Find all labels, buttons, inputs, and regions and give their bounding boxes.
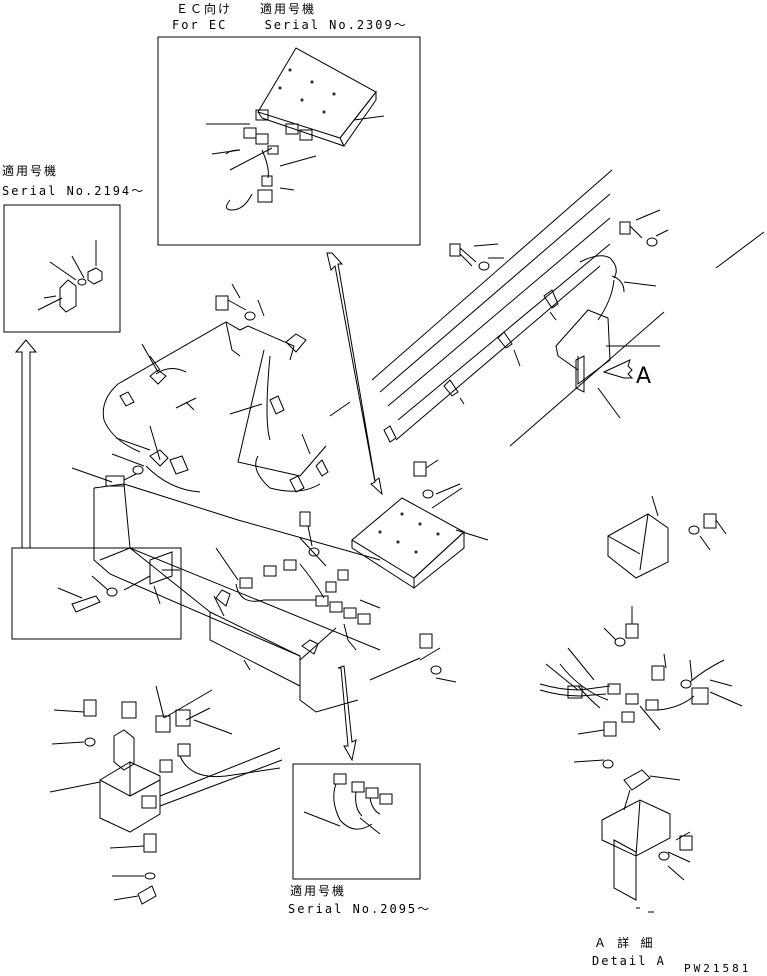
inset-2095-parts — [303, 773, 393, 835]
inset-box-left-bracket — [11, 547, 182, 640]
arrow-2194 — [14, 339, 38, 549]
main-frame — [93, 483, 381, 713]
detail-a-parts — [539, 495, 743, 913]
bottom-left-relay — [49, 685, 283, 905]
inset-box-2095 — [292, 763, 421, 880]
bolts-top — [449, 209, 669, 271]
inset-box-ec — [157, 36, 421, 246]
callout-2194-line1: 適用号機 — [2, 164, 59, 178]
callout-ec-line2: For EC Serial No.2309～ — [172, 18, 408, 32]
drawing-number: PW21581 — [684, 962, 752, 975]
left-mid-parts — [71, 425, 201, 493]
left-harness — [102, 283, 329, 493]
view-arrow-label: A — [636, 364, 652, 389]
connector-cluster — [215, 537, 457, 683]
inset-2194-parts — [37, 240, 103, 313]
callout-ec-line1: ＥＣ向け 適用号機 — [176, 2, 317, 16]
detail-label-en: Detail A — [592, 954, 666, 968]
callout-2095-line1: 適用号機 — [290, 884, 347, 898]
callout-2194-line2: Serial No.2194～ — [2, 184, 146, 198]
inset-box-2194 — [3, 204, 121, 333]
detail-label-jp: Ａ 詳 細 — [594, 936, 655, 950]
ec-controller-unit — [257, 47, 385, 147]
main-controller — [299, 459, 489, 590]
callout-2095-line2: Serial No.2095～ — [288, 902, 432, 916]
rail-harness — [329, 169, 765, 447]
arrow-ec-controller — [326, 252, 383, 496]
right-bracket — [555, 275, 660, 419]
arrow-2095 — [337, 665, 357, 762]
left-bracket-parts — [57, 551, 180, 613]
ec-connectors — [206, 109, 317, 211]
